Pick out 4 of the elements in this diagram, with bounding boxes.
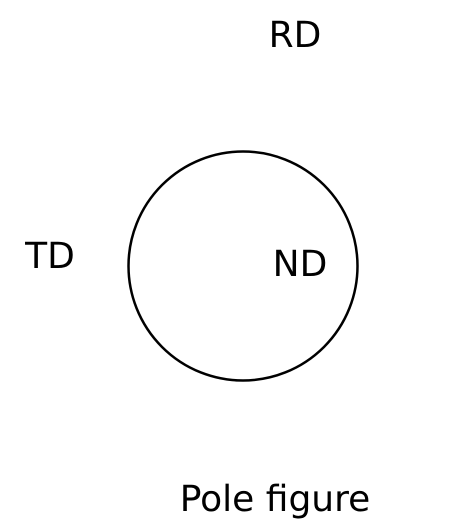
axis-label: ND — [272, 247, 328, 283]
axis-label: RD — [268, 18, 322, 54]
caption: Pole figure — [180, 482, 370, 518]
axis-label: TD — [25, 239, 75, 275]
